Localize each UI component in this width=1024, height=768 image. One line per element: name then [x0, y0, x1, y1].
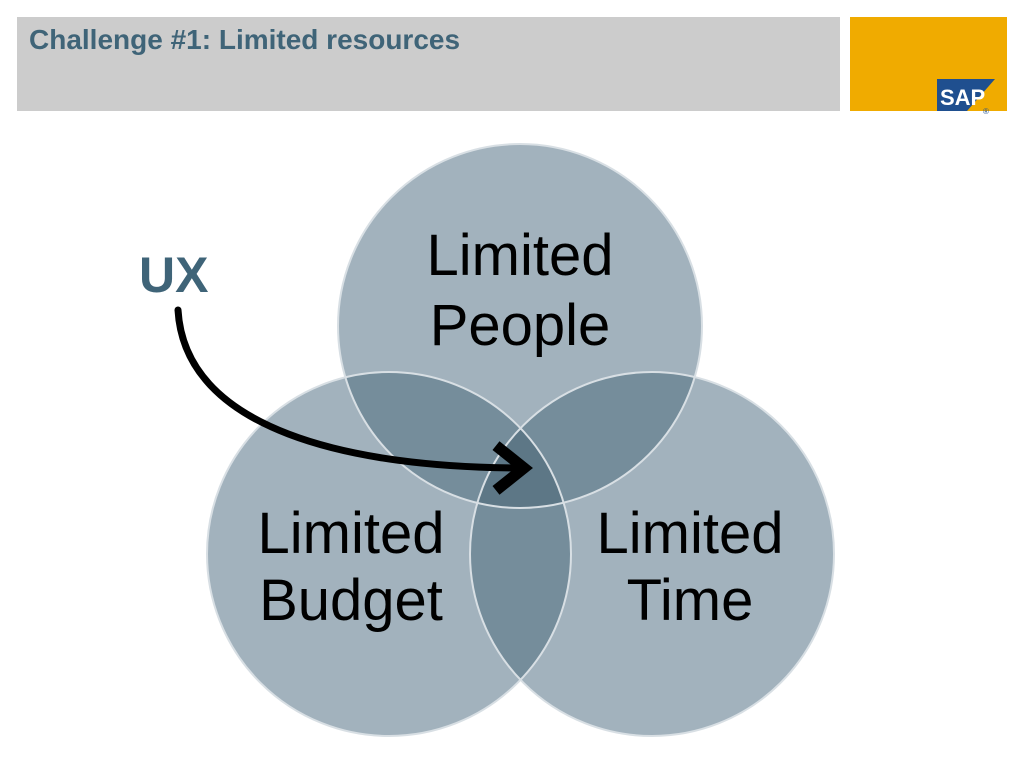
label-budget-line2: Budget [259, 568, 443, 633]
overlap-people-time [470, 372, 702, 508]
sap-logo-badge [937, 79, 995, 111]
overlap-people-budget [338, 372, 571, 508]
label-time-line1: Limited [597, 501, 784, 566]
sap-logo-text: SAP [940, 85, 985, 110]
circle-outline-budget [206, 371, 572, 737]
sap-logo: SAP ® [937, 79, 995, 115]
sap-logo-block: SAP ® [850, 17, 1007, 115]
label-time-line2: Time [627, 568, 754, 633]
label-people-line2: People [430, 293, 611, 358]
title-bar: Challenge #1: Limited resources [17, 17, 840, 111]
ux-label: UX [139, 247, 208, 303]
page-title: Challenge #1: Limited resources [29, 24, 461, 55]
circle-outline-time [469, 371, 835, 737]
sap-registered-mark: ® [983, 107, 989, 115]
ux-arrow [174, 306, 533, 495]
circle-outline-people [337, 143, 703, 509]
label-people-line1: Limited [427, 223, 614, 288]
label-budget-line1: Limited [258, 501, 445, 566]
